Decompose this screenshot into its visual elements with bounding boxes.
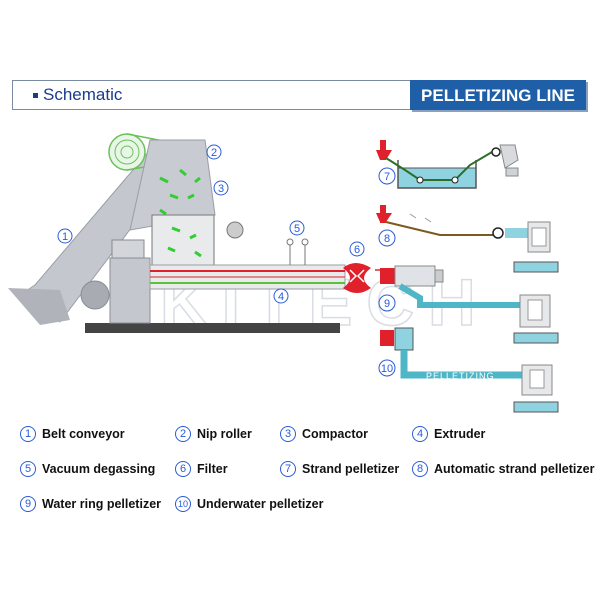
callout-10: 10 bbox=[378, 359, 396, 377]
legend-number: 6 bbox=[175, 461, 191, 477]
legend-number: 2 bbox=[175, 426, 191, 442]
legend-item-3: 3 Compactor bbox=[280, 426, 368, 442]
strand-pelletizer bbox=[376, 140, 519, 189]
legend-number: 10 bbox=[175, 496, 191, 512]
legend-number: 9 bbox=[20, 496, 36, 512]
bullet-icon bbox=[33, 93, 38, 98]
pelletizing-line-title: PELLETIZING LINE bbox=[421, 86, 575, 105]
svg-text:2: 2 bbox=[211, 147, 217, 159]
legend-item-5: 5 Vacuum degassing bbox=[20, 461, 155, 477]
schematic-header-box: Schematic bbox=[12, 80, 412, 110]
legend-item-1: 1 Belt conveyor bbox=[20, 426, 125, 442]
legend-item-9: 9 Water ring pelletizer bbox=[20, 496, 161, 512]
legend-number: 5 bbox=[20, 461, 36, 477]
svg-text:8: 8 bbox=[384, 233, 390, 245]
svg-text:1: 1 bbox=[62, 231, 68, 243]
legend-item-7: 7 Strand pelletizer bbox=[280, 461, 399, 477]
underwater-pelletizer: PELLETIZING bbox=[380, 327, 559, 413]
callout-6: 6 bbox=[349, 241, 365, 257]
legend-number: 8 bbox=[412, 461, 428, 477]
schematic-title: Schematic bbox=[43, 85, 123, 104]
legend-label: Strand pelletizer bbox=[302, 462, 400, 476]
pelletizing-pipe-label: PELLETIZING bbox=[426, 371, 495, 381]
extruder bbox=[109, 257, 346, 324]
belt-conveyor bbox=[8, 149, 176, 325]
svg-text:10: 10 bbox=[381, 363, 393, 375]
callout-2: 2 bbox=[206, 144, 222, 160]
legend-label: Underwater pelletizer bbox=[197, 497, 324, 511]
legend-label: Automatic strand pelletizer bbox=[434, 462, 595, 476]
legend-item-10: 10 Underwater pelletizer bbox=[175, 496, 323, 512]
legend-label: Nip roller bbox=[197, 427, 252, 441]
legend-label: Compactor bbox=[302, 427, 368, 441]
svg-text:9: 9 bbox=[384, 298, 390, 310]
compactor bbox=[111, 139, 244, 266]
legend-number: 4 bbox=[412, 426, 428, 442]
legend-number: 1 bbox=[20, 426, 36, 442]
svg-text:6: 6 bbox=[354, 244, 360, 256]
legend-item-4: 4 Extruder bbox=[412, 426, 485, 442]
legend-label: Vacuum degassing bbox=[42, 462, 156, 476]
legend-label: Belt conveyor bbox=[42, 427, 125, 441]
section-header: Schematic PELLETIZING LINE bbox=[12, 80, 586, 112]
machine-base bbox=[85, 323, 340, 333]
svg-text:3: 3 bbox=[218, 183, 224, 195]
pelletizing-line-banner: PELLETIZING LINE bbox=[410, 80, 586, 110]
callout-8: 8 bbox=[378, 229, 396, 247]
legend-label: Filter bbox=[197, 462, 228, 476]
water-ring-pelletizer bbox=[380, 265, 559, 344]
legend-item-8: 8 Automatic strand pelletizer bbox=[412, 461, 594, 477]
automatic-strand-pelletizer bbox=[376, 205, 559, 273]
legend-number: 7 bbox=[280, 461, 296, 477]
legend-label: Water ring pelletizer bbox=[42, 497, 162, 511]
legend-number: 3 bbox=[280, 426, 296, 442]
legend-item-6: 6 Filter bbox=[175, 461, 228, 477]
svg-text:7: 7 bbox=[384, 171, 390, 183]
legend-label: Extruder bbox=[434, 427, 486, 441]
callout-5: 5 bbox=[289, 220, 305, 236]
callout-9: 9 bbox=[378, 294, 396, 312]
callout-4: 4 bbox=[273, 288, 289, 304]
callout-3: 3 bbox=[213, 180, 229, 196]
svg-text:4: 4 bbox=[278, 291, 284, 303]
callout-7: 7 bbox=[378, 167, 396, 185]
svg-text:5: 5 bbox=[294, 223, 300, 235]
pelletizing-line-diagram: KITECH bbox=[8, 133, 559, 413]
vacuum-degassing bbox=[286, 238, 309, 265]
legend-item-2: 2 Nip roller bbox=[175, 426, 252, 442]
callout-1: 1 bbox=[57, 228, 73, 244]
